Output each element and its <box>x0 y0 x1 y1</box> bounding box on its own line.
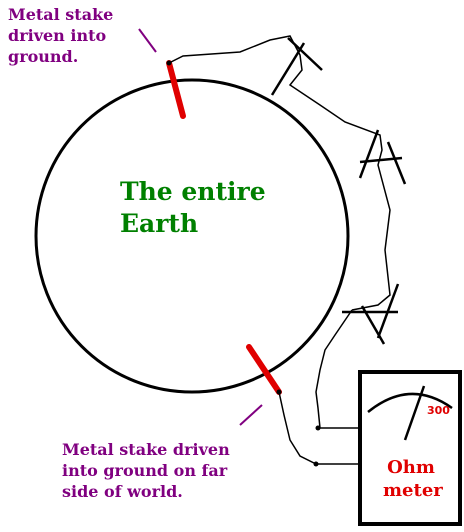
bottom-stake-label-line-3: side of world. <box>62 482 183 501</box>
earth-label-line-1: The entire <box>120 177 266 206</box>
bottom-stake-label-line-1: Metal stake driven <box>62 440 230 459</box>
top-metal-stake <box>166 60 186 119</box>
meter-terminal-top <box>315 425 321 431</box>
meter-terminal-bottom <box>313 461 319 467</box>
bottom-metal-stake <box>246 344 282 395</box>
connection-dot-top <box>166 60 172 66</box>
bottom-stake-label: Metal stake driven into ground on far si… <box>62 439 230 502</box>
bottom-stake-label-line-2: into ground on far <box>62 461 228 480</box>
ohm-meter-box <box>358 370 462 526</box>
earth-circle <box>34 78 350 394</box>
pole-3 <box>342 283 400 345</box>
pole-2 <box>358 129 407 185</box>
top-stake-label-line-3: ground. <box>8 47 79 66</box>
top-stake-label-line-1: Metal stake <box>8 5 114 24</box>
meter-needle <box>403 385 426 441</box>
meter-dial-value: 300 <box>427 404 450 417</box>
meter-dial-arc <box>367 392 453 413</box>
bottom-label-pointer <box>239 404 263 426</box>
wire-to-meter-top <box>315 309 358 429</box>
top-stake-label-line-2: driven into <box>8 26 107 45</box>
wire-upper <box>168 35 391 311</box>
top-label-pointer <box>138 28 157 53</box>
earth-label: The entire Earth <box>120 176 266 240</box>
connection-dot-bottom <box>276 389 282 395</box>
wire-from-bottom-stake <box>278 391 358 465</box>
earth-label-line-2: Earth <box>120 209 199 238</box>
ohm-meter-label-line-1: Ohm <box>387 457 435 478</box>
pole-1 <box>270 37 323 96</box>
ohm-meter-label: Ohm meter <box>383 456 443 502</box>
ohm-meter-label-line-2: meter <box>383 480 443 501</box>
top-stake-label: Metal stake driven into ground. <box>8 4 113 67</box>
